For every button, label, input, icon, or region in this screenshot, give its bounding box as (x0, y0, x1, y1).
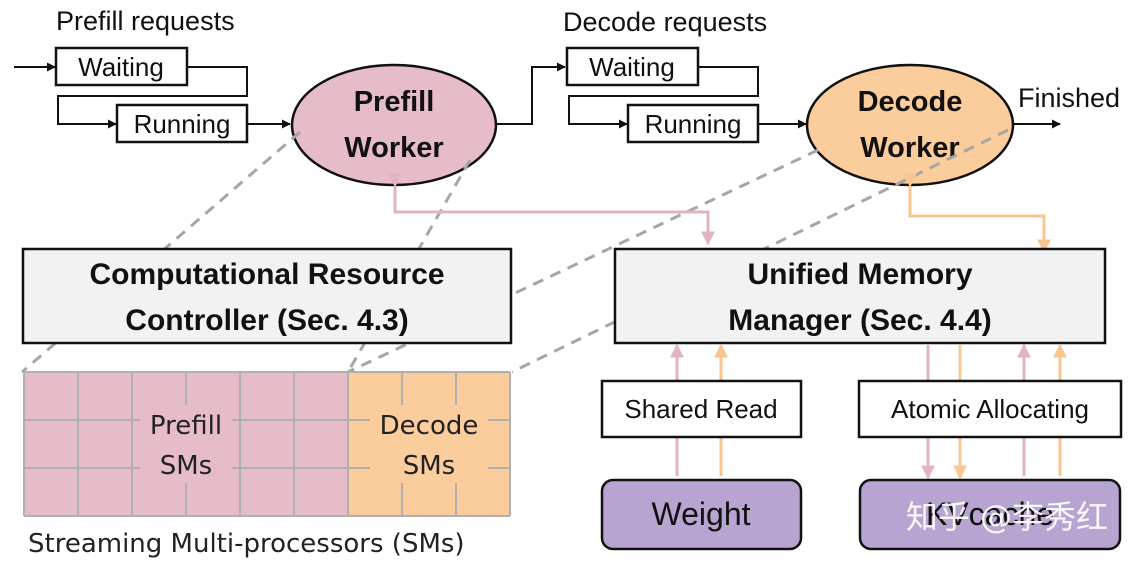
prefill-sms-label-line2: SMs (160, 451, 212, 481)
kvcache-label: KVcache (926, 496, 1054, 532)
decode-memory-arrow (903, 173, 1051, 254)
crc-label-line1: Computational Resource (89, 258, 444, 291)
decode-worker-label-line1: Decode (858, 86, 963, 118)
atomic-allocating-box (857, 379, 1123, 439)
crc-label-line2: Controller (Sec. 4.3) (125, 304, 408, 337)
decode-worker-node (805, 63, 1015, 187)
weight-storage (600, 478, 803, 551)
streaming-multiprocessors-caption: Streaming Multi-processors (SMs) (28, 529, 465, 559)
computational-resource-controller (21, 247, 513, 345)
prefill-worker-label-line1: Prefill (354, 86, 435, 118)
zhihu-watermark: 知乎 @李秀红 (906, 498, 1108, 536)
prefill-sm-label-bg (140, 405, 232, 483)
shared-read-label: Shared Read (624, 394, 777, 424)
umm-label-line1: Unified Memory (747, 258, 972, 291)
decode-sms-label-line1: Decode (380, 411, 479, 441)
atomic-allocating-label: Atomic Allocating (891, 394, 1089, 424)
sm-grid: Prefill SMs Decode SMs (23, 371, 511, 517)
prefill-sms-label-line1: Prefill (150, 411, 222, 441)
weight-label: Weight (651, 496, 750, 532)
finished-label: Finished (1018, 83, 1120, 113)
decode-wait-to-run-arrow (568, 66, 759, 129)
kvcache-storage (858, 478, 1122, 551)
decode-worker-label-line2: Worker (860, 132, 959, 164)
prefill-wait-to-run-arrow (57, 66, 248, 129)
decode-waiting-label: Waiting (589, 52, 675, 82)
decode-running-box (626, 103, 760, 144)
prefill-waiting-label: Waiting (78, 52, 164, 82)
decode-running-label: Running (645, 109, 742, 139)
prefill-requests-label: Prefill requests (56, 6, 235, 36)
umm-label-line2: Manager (Sec. 4.4) (728, 304, 991, 337)
unified-memory-manager (613, 247, 1107, 345)
prefill-worker-label-line2: Worker (344, 132, 443, 164)
decode-requests-label: Decode requests (563, 7, 767, 37)
decode-projection-left (347, 148, 819, 374)
decode-sm-label-bg (370, 405, 488, 483)
decode-sms-label-line2: SMs (403, 451, 455, 481)
prefill-to-decode-arrow (497, 62, 566, 125)
shared-read-box (600, 379, 803, 439)
prefill-running-label: Running (134, 109, 231, 139)
prefill-memory-arrow (388, 173, 715, 246)
